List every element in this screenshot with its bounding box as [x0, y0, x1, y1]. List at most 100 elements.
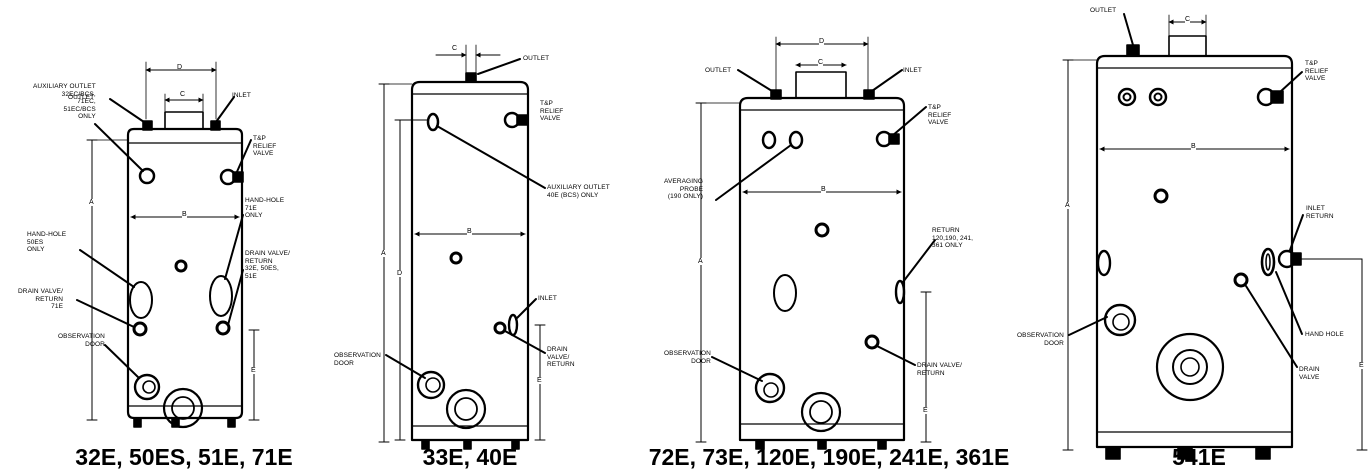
heater-2-fitting	[449, 251, 463, 265]
heater-4-tank-body	[1095, 54, 1294, 449]
heater-2-inlet-fitting	[507, 313, 519, 337]
heater-3-dim-d: D	[819, 38, 825, 45]
heater-1-drain-71	[132, 321, 148, 337]
heater-3-return-label: RETURN 120,190, 241, 361 ONLY	[932, 227, 974, 249]
heater-1-outlet-label: OUTLET	[68, 94, 95, 101]
heater-1-tank-body	[126, 127, 244, 420]
heater-4-observation-door-label: OBSERVATION DOOR	[1017, 332, 1064, 347]
heater-4-burner-port	[1155, 332, 1225, 402]
heater-3-fitting	[814, 222, 830, 238]
heater-2-dim-a: A	[381, 250, 386, 257]
heater-2-dim-e: E	[537, 377, 542, 384]
heater-4-dim-b: B	[1191, 143, 1196, 150]
heater-2-observation-door	[416, 370, 446, 400]
heater-1-fitting	[174, 259, 188, 273]
heater-4-caption: 541E	[1172, 444, 1226, 470]
heater-1-observation-door-label: OBSERVATION DOOR	[58, 333, 105, 348]
heater-3-drain-return-label: DRAIN VALVE/ RETURN	[917, 362, 963, 377]
heater-1-dim-a: A	[89, 199, 94, 206]
heater-4-dim-e: E	[1359, 362, 1364, 369]
heater-2-outlet-nipple	[465, 72, 477, 83]
heater-4-dim-a: A	[1065, 202, 1070, 209]
heater-2-observation-door-label: OBSERVATION DOOR	[334, 352, 381, 367]
heater-1-observation-door	[133, 373, 161, 401]
heater-1-aux-outlet-label: AUXILIARY OUTLET 32EC/BCS, 71EC, 51EC/BC…	[33, 83, 96, 120]
heater-2-tp-relief-label: T&P RELIEF VALVE	[540, 100, 564, 122]
heater-4-dim-c: C	[1185, 16, 1191, 23]
heater-4-drain-fitting	[1233, 272, 1249, 288]
heater-1-hand-hole-71e-label: HAND-HOLE 71E ONLY	[245, 197, 285, 219]
heater-1-dim-c: C	[180, 91, 186, 98]
heater-1-tp-valve	[219, 168, 244, 186]
heater-2-dim-c: C	[452, 45, 458, 52]
heater-3-caption: 72E, 73E, 120E, 190E, 241E, 361E	[648, 444, 1010, 470]
heater-4-tp-relief-label: T&P RELIEF VALVE	[1305, 60, 1329, 82]
heater-2-tp-valve	[503, 111, 528, 129]
heater-3-dim-e: E	[923, 407, 928, 414]
heater-4-hand-hole	[1260, 247, 1276, 277]
heater-3-tp-relief-label: T&P RELIEF VALVE	[928, 104, 952, 126]
heater-3-return-fitting	[894, 279, 906, 305]
heater-3-legs	[755, 439, 887, 450]
heater-1-burner-port	[162, 387, 204, 429]
heater-3-flue-collar	[795, 71, 847, 99]
heater-3-dim-a: A	[698, 258, 703, 265]
heater-4-observation-door	[1103, 303, 1137, 337]
heater-1-hand-hole-50es	[129, 281, 153, 319]
heater-3-observation-door-label: OBSERVATION DOOR	[664, 350, 711, 365]
heater-2-legs	[421, 439, 520, 450]
heater-3-averaging-probe-label: AVERAGING PROBE (190 ONLY)	[664, 178, 704, 200]
heater-4-drain-label: DRAIN VALVE	[1299, 366, 1320, 381]
heater-1-outlet-nipple	[142, 120, 153, 131]
heater-4-tp-valve	[1256, 87, 1284, 107]
heater-1-drain-return-71-label: DRAIN VALVE/ RETURN 71E	[18, 288, 64, 310]
heater-4-top-fittings	[1117, 87, 1168, 107]
heater-3-dim-c: C	[818, 59, 824, 66]
heater-2-outlet-label: OUTLET	[523, 55, 550, 62]
heater-4-outlet-label: OUTLET	[1090, 7, 1117, 14]
heater-1-drawing	[76, 61, 260, 429]
heater-2-burner-port	[445, 388, 487, 430]
heater-3-inlet-label: INLET	[903, 67, 922, 74]
heater-1-drain-32	[215, 320, 231, 336]
heater-3-dim-b: B	[821, 186, 826, 193]
heater-1-inlet-label: INLET	[232, 92, 251, 99]
heater-1-drain-return-32-label: DRAIN VALVE/ RETURN 32E, 50ES, 51E	[245, 250, 291, 280]
heater-1-dim-e: E	[251, 367, 256, 374]
heater-3-inlet-nipple	[863, 89, 875, 100]
heater-4-fitting	[1153, 188, 1169, 204]
heater-2-caption: 33E, 40E	[422, 444, 518, 470]
heater-4-inlet-return-label: INLET RETURN	[1306, 205, 1334, 220]
heater-2-tank-body	[410, 80, 530, 442]
heater-3-tank-body	[738, 96, 906, 442]
heater-3-observation-door	[754, 372, 786, 404]
heater-4-inlet-return	[1277, 249, 1302, 269]
heater-3-probe-fittings	[761, 130, 804, 150]
heater-1-hand-hole-71e	[209, 275, 233, 317]
heater-2-dim-d: D	[397, 270, 403, 277]
heater-1-caption: 32E, 50ES, 51E, 71E	[75, 444, 293, 470]
heater-3-drawing	[695, 36, 936, 450]
heater-2-drain-return-label: DRAIN VALVE/ RETURN	[547, 346, 575, 368]
heater-4-legs	[1105, 446, 1271, 460]
heater-4-flue-collar	[1168, 35, 1207, 57]
heater-3-outlet-label: OUTLET	[705, 67, 732, 74]
heater-2-aux-outlet-label: AUXILIARY OUTLET 40E (BCS) ONLY	[547, 184, 610, 199]
heater-1-hand-hole-50es-label: HAND-HOLE 50ES ONLY	[27, 231, 67, 253]
heater-2-inlet-label: INLET	[538, 295, 557, 302]
heater-2-drain-fitting	[493, 321, 507, 335]
heater-4-hand-hole-label: HAND HOLE	[1305, 331, 1344, 338]
heater-1-aux-outlet-fitting	[138, 167, 156, 185]
heater-2-dim-b: B	[467, 228, 472, 235]
heater-4-outlet-nipple	[1126, 44, 1140, 57]
heater-1-flue-collar	[164, 111, 204, 130]
heater-3-hand-hole	[773, 274, 797, 312]
heater-3-drain-fitting	[864, 334, 880, 350]
heater-1-tp-relief-label: T&P RELIEF VALVE	[253, 135, 277, 157]
heater-2-drawing	[378, 44, 546, 450]
heater-2-aux-outlet-fitting	[426, 112, 440, 132]
heater-1-dim-b: B	[182, 211, 187, 218]
heater-3-burner-port	[800, 391, 842, 433]
heater-1-dim-d: D	[177, 64, 183, 71]
